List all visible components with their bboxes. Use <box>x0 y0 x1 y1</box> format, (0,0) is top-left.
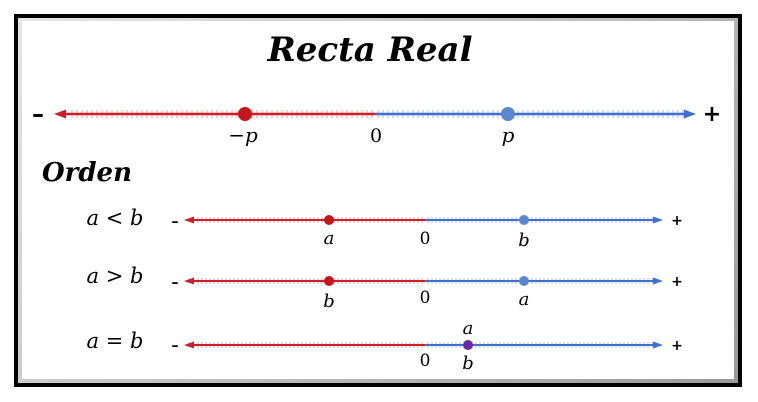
order-heading: Orden <box>42 158 132 188</box>
point-b <box>519 215 529 225</box>
row-right-arrowhead <box>653 341 663 349</box>
row-left-arrowhead <box>184 341 194 349</box>
main-number-line: – + −p 0 p <box>32 100 721 147</box>
point-a-label: a <box>519 289 530 310</box>
point-b <box>324 276 334 286</box>
order-row-greater-than: a > b – + b 0 a <box>87 264 683 312</box>
point-a-label: a <box>463 318 474 339</box>
point-b-label: b <box>462 353 474 374</box>
point-a <box>324 215 334 225</box>
row-right-arrowhead <box>653 216 663 224</box>
main-minus-sign: – <box>32 100 44 128</box>
row-plus-sign: + <box>671 274 683 290</box>
point-b-label: b <box>323 291 335 312</box>
relation-label: a > b <box>87 264 144 288</box>
point-a-equals-b <box>463 340 473 350</box>
row-plus-sign: + <box>671 213 683 229</box>
row-left-arrowhead <box>184 216 194 224</box>
row-zero-label: 0 <box>420 351 431 371</box>
row-zero-label: 0 <box>420 288 431 308</box>
relation-label: a < b <box>87 206 144 230</box>
point-b-label: b <box>518 230 530 251</box>
title: Recta Real <box>267 30 473 70</box>
row-left-arrowhead <box>184 277 194 285</box>
row-zero-label: 0 <box>420 229 431 249</box>
main-pos-point-label: p <box>502 123 515 147</box>
relation-label: a = b <box>87 329 144 353</box>
main-neg-point-label: −p <box>228 123 258 147</box>
order-row-equal: a = b – + a 0 b <box>87 318 683 374</box>
order-row-less-than: a < b – + a 0 b <box>87 206 683 251</box>
row-plus-sign: + <box>671 338 683 354</box>
row-minus-sign: – <box>172 214 179 230</box>
frame-panel <box>22 21 734 379</box>
point-a-label: a <box>324 228 335 249</box>
main-plus-sign: + <box>703 102 721 127</box>
row-minus-sign: – <box>172 338 179 354</box>
row-right-arrowhead <box>653 277 663 285</box>
main-right-arrowhead <box>684 109 696 119</box>
row-minus-sign: – <box>172 275 179 291</box>
main-zero-label: 0 <box>370 125 382 147</box>
point-a <box>519 276 529 286</box>
main-negative-point <box>238 107 252 121</box>
main-left-arrowhead <box>54 109 66 119</box>
main-positive-point <box>501 107 515 121</box>
